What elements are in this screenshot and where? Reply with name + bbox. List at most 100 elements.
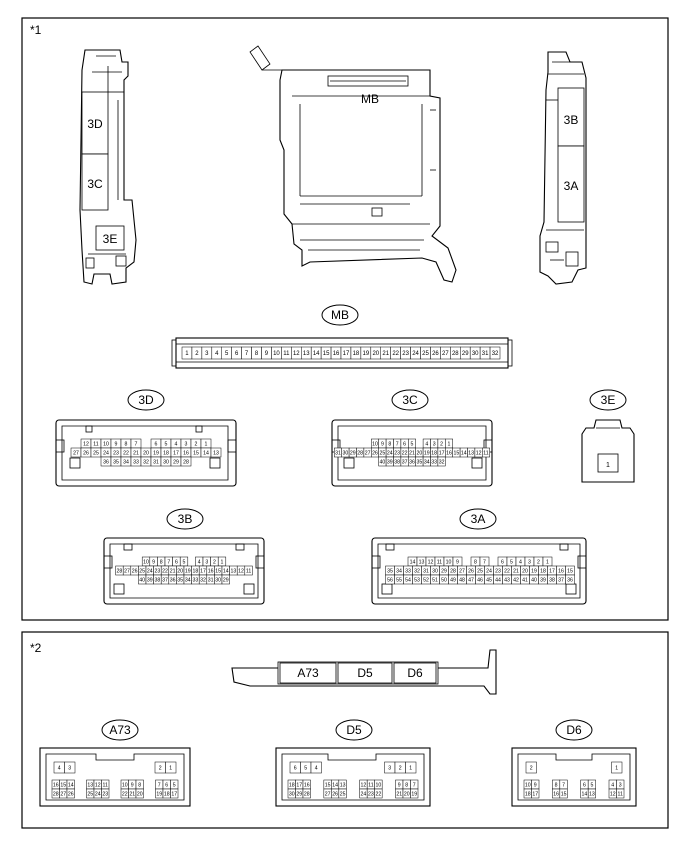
c3b-pin-3: 3: [205, 560, 208, 566]
d6-pin-2-cell: [525, 761, 537, 774]
connector-3b-name: 3B: [178, 512, 193, 526]
c3b-pin-35: 35: [177, 578, 183, 584]
c3d-pin-4: 4: [175, 442, 178, 448]
relay-label-d5: D5: [357, 666, 373, 680]
d5-pin-1: 1: [409, 766, 412, 772]
mb-pin-26: 26: [432, 351, 439, 357]
d6-pin-18: 18: [525, 792, 531, 798]
d6-pin-7: 7: [562, 783, 565, 789]
c3b-pin-12: 12: [238, 569, 244, 575]
mb-pin-32-cell: [489, 346, 501, 360]
c3b-pin-28: 28: [117, 569, 123, 575]
d5-pin-8: 8: [405, 783, 408, 789]
c3d-pin-28: 28: [183, 460, 189, 466]
mb-pin-10: 10: [273, 351, 280, 357]
connector-3c-name: 3C: [402, 393, 418, 407]
c3a-pin-21: 21: [513, 569, 519, 575]
c3b-pin-18: 18: [193, 569, 199, 575]
d6-pin-13-cell: [587, 788, 596, 799]
c3c-pin-35: 35: [417, 460, 423, 466]
d5-pin-19: 19: [411, 792, 417, 798]
mb-pin-23: 23: [402, 351, 409, 357]
mb-pin-31: 31: [482, 351, 489, 357]
mb-pin-18: 18: [353, 351, 360, 357]
a73-pin-19: 19: [156, 792, 162, 798]
connector-d5-name: D5: [346, 723, 362, 737]
d5-pin-25: 25: [340, 792, 346, 798]
c3c-pin-40: 40: [380, 460, 386, 466]
a73-pin-26-cell: [66, 788, 75, 799]
c3c-pin-2: 2: [440, 442, 443, 448]
c3a-pin-11: 11: [437, 560, 442, 566]
label-3d: 3D: [87, 117, 103, 131]
connector-3e: 3E 1: [581, 389, 635, 483]
c3d-pin-34: 34: [123, 460, 129, 466]
d6-pin-11: 11: [618, 792, 623, 798]
d6-pin-6: 6: [583, 783, 586, 789]
d6-pin-17: 17: [532, 792, 538, 798]
c3c-pin-32-cell: [437, 456, 446, 467]
relay-label-d6: D6: [407, 666, 423, 680]
c3a-pin-36: 36: [567, 578, 573, 584]
a73-pin-3-cell: [64, 761, 76, 774]
c3b-pin-33: 33: [193, 578, 199, 584]
d6-pin-3: 3: [619, 783, 622, 789]
c3d-pin-6: 6: [155, 442, 158, 448]
d5-pin-11: 11: [368, 783, 373, 789]
c3a-pin-16: 16: [558, 569, 564, 575]
c3d-pin-36: 36: [103, 460, 109, 466]
d5-pin-30: 30: [289, 792, 295, 798]
a73-pin-15: 15: [60, 783, 66, 789]
a73-pin-11: 11: [103, 783, 108, 789]
mb-pin-25: 25: [422, 351, 429, 357]
relay-label-a73: A73: [297, 666, 319, 680]
c3d-pin-33: 33: [133, 460, 139, 466]
c3a-pin-38: 38: [549, 578, 555, 584]
c3d-pin-2: 2: [195, 442, 198, 448]
c3d-pin-14: 14: [203, 451, 209, 457]
c3a-pin-41: 41: [522, 578, 528, 584]
mb-pin-4: 4: [215, 351, 219, 357]
d5-pin-15: 15: [325, 783, 331, 789]
a73-pin-9: 9: [131, 783, 134, 789]
ecu-right-side-view: [539, 51, 587, 285]
a73-pin-7: 7: [158, 783, 161, 789]
c3d-pin-19: 19: [153, 451, 159, 457]
mb-pin-6: 6: [235, 351, 239, 357]
d6-pin-5: 5: [590, 783, 593, 789]
d5-pin-10: 10: [376, 783, 382, 789]
mb-pin-28: 28: [452, 351, 459, 357]
c3d-pin-20: 20: [143, 451, 149, 457]
c3b-pin-20: 20: [177, 569, 183, 575]
c3b-pin-24: 24: [147, 569, 153, 575]
c3a-pin-40: 40: [531, 578, 537, 584]
c3c-pin-8: 8: [388, 442, 391, 448]
c3a-pin-33: 33: [405, 569, 411, 575]
mb-pin-14: 14: [313, 351, 320, 357]
c3c-pin-33: 33: [431, 460, 437, 466]
c3a-pin-56: 56: [387, 578, 393, 584]
c3a-pin-15: 15: [567, 569, 573, 575]
c3b-pin-27: 27: [124, 569, 130, 575]
label-3e: 3E: [103, 232, 118, 246]
c3a-pin-49: 49: [450, 578, 456, 584]
c3c-pin-1: 1: [448, 442, 451, 448]
c3c-pin-19: 19: [424, 451, 430, 457]
d5-pin-20: 20: [404, 792, 410, 798]
c3a-pin-10: 10: [446, 560, 452, 566]
c3b-pin-9: 9: [152, 560, 155, 566]
c3b-pin-32: 32: [200, 578, 206, 584]
c3a-pin-20: 20: [522, 569, 528, 575]
mb-pin-5: 5: [225, 351, 229, 357]
c3d-pin-35: 35: [113, 460, 119, 466]
c3b-pin-14: 14: [223, 569, 229, 575]
c3a-pin-30: 30: [432, 569, 438, 575]
d5-pin-17: 17: [296, 783, 302, 789]
connector-3d-name: 3D: [138, 393, 154, 407]
d6-pin-1-cell: [611, 761, 623, 774]
